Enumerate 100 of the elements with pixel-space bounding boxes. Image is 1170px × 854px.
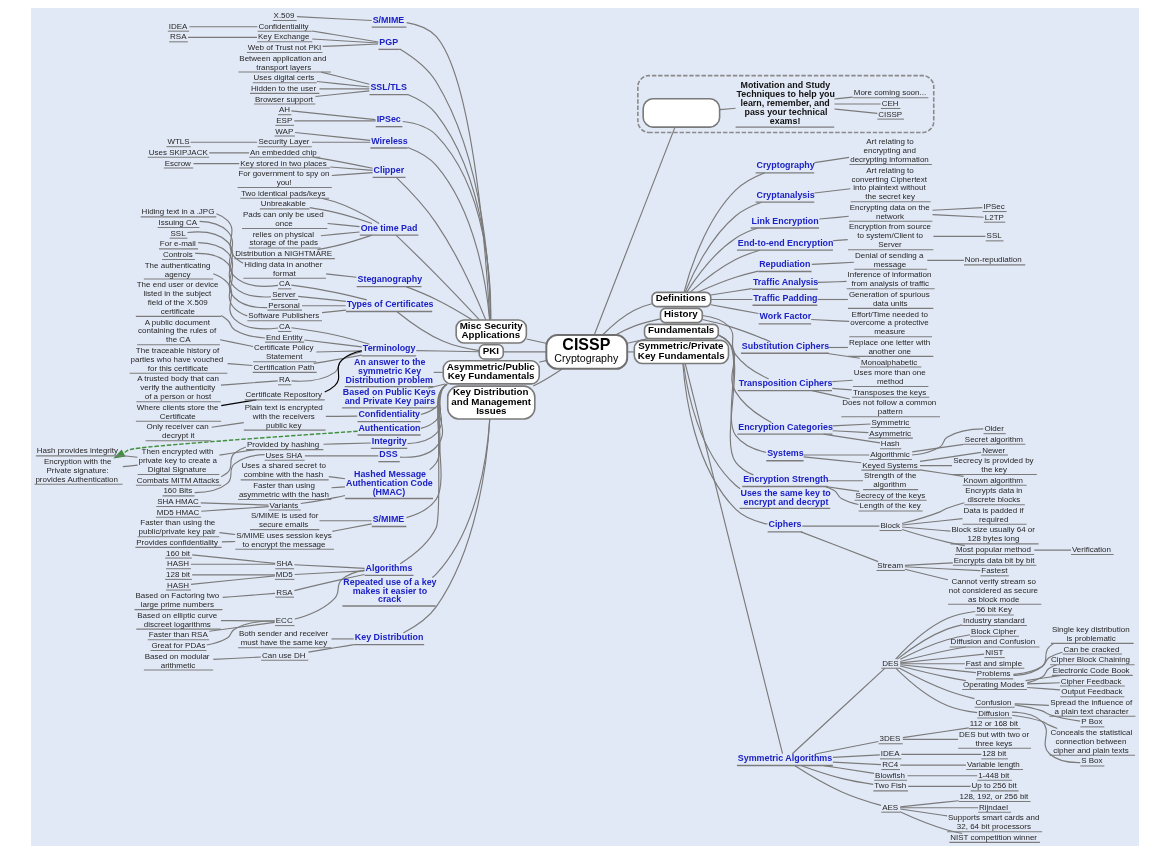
node-box: CISSP Cryptography [545, 334, 629, 370]
node-text: Secret algorithm [964, 434, 1023, 444]
node-text: Stream [877, 561, 904, 571]
connector [1033, 549, 1072, 551]
connector [122, 464, 139, 468]
node-text: For e-mail [159, 239, 196, 249]
node-text: Uses digital certs [253, 73, 315, 83]
connector [200, 506, 270, 512]
node-text: Server [272, 290, 296, 300]
connector [219, 339, 254, 348]
connector [186, 231, 272, 298]
connector [331, 523, 373, 532]
node-text: Clipper [373, 164, 405, 175]
node-text: Uses SKIPJACK [148, 147, 208, 157]
connector [525, 338, 547, 344]
connector [420, 383, 448, 416]
connector [832, 430, 869, 434]
connector [1011, 711, 1081, 764]
connector [309, 207, 373, 225]
connector [900, 753, 982, 755]
node-text: Art relating to encrypting and decrypting information [850, 137, 929, 164]
node-text: Length of the key [859, 501, 921, 511]
node-text: Substitution Ciphers [741, 340, 830, 351]
connector [197, 242, 268, 309]
connector [831, 379, 854, 383]
connector [832, 761, 882, 766]
node-text: IPSec [376, 114, 401, 125]
connector [1014, 704, 1081, 722]
connector [294, 570, 365, 576]
connector [188, 26, 258, 28]
connector [420, 383, 448, 429]
node-text: 1-448 bit [978, 770, 1010, 780]
node-text: 128 bit [166, 569, 191, 579]
node-text: Blowfish [875, 770, 905, 780]
connector [710, 298, 753, 301]
connector [899, 807, 979, 809]
node-text: Operating Modes [963, 680, 1025, 690]
node-text: Most popular method [955, 545, 1031, 555]
node-text: Spread the influence of a plain text character [1050, 697, 1133, 716]
connector [291, 351, 363, 382]
node-text: Unbreakable [260, 199, 306, 209]
node-text: Wireless [371, 135, 408, 146]
connector [396, 311, 480, 352]
node-text: DES [882, 658, 899, 668]
connector [833, 108, 878, 114]
node-text: Where clients store the Certificate [136, 402, 219, 421]
connector [322, 43, 379, 47]
connector [200, 502, 270, 506]
connector [701, 318, 772, 343]
connector [330, 486, 346, 489]
node-text: ECC [275, 616, 293, 626]
node-box: Symmetric/Private Key Fundamentals [633, 339, 730, 365]
node-box: Misc Security Applications [455, 319, 528, 344]
connector [904, 568, 949, 581]
connector [901, 518, 964, 526]
connector [325, 415, 358, 417]
connector [212, 656, 262, 660]
node-text: Software Publishers [248, 311, 320, 321]
node-text: S/MIME [372, 514, 405, 525]
node-text: The authenticating agency [144, 260, 211, 279]
connector [1012, 651, 1063, 675]
connector [684, 201, 763, 293]
node-text: Encrypts data bit by bit [953, 555, 1035, 565]
node-box: PKI [478, 344, 505, 360]
node-text: One time Pad [360, 222, 418, 233]
node-text: MD5 HMAC [156, 507, 200, 517]
connector [710, 304, 759, 315]
connector [290, 327, 371, 345]
connector [191, 574, 276, 576]
connector [190, 563, 276, 565]
node-box: Definitions [651, 291, 712, 308]
node-text: Motivation and Study Techniques to help you learn, remember, and pass your technical exams! [736, 80, 835, 126]
node-text: Confusion [975, 697, 1012, 707]
node-text: Hash provides integrity [36, 446, 118, 456]
node-text: CISSP [878, 109, 903, 119]
node-text: A public document containing the rules of the CA [138, 317, 217, 345]
connector [399, 48, 492, 321]
connector [810, 318, 850, 322]
node-text: Block [880, 521, 900, 531]
connector [825, 485, 860, 492]
node-text: Cipher Block Chaining [1051, 655, 1131, 665]
node-text: Diffusion [978, 708, 1010, 718]
node-text: The end user or device listed in the subject field of the X.509 certificate [136, 280, 219, 316]
connector [311, 38, 379, 44]
node-text: Security Layer [258, 137, 310, 147]
node-text: Certificate Repository [245, 390, 322, 400]
connector [315, 350, 363, 353]
node-text: SSL [170, 228, 186, 238]
connector [215, 213, 244, 264]
node-text: IDEA [880, 749, 900, 759]
node-box: Asymmetric/Public Key Fundamentals [442, 360, 541, 385]
connector [220, 620, 276, 622]
node-text: RA [278, 375, 290, 385]
node-text: Symmetric Algorithms [737, 753, 833, 764]
connector [931, 214, 985, 218]
node-text: Can use DH [262, 650, 306, 660]
connector [330, 638, 355, 640]
node-text: Data is padded if required [963, 505, 1024, 524]
connector [538, 360, 547, 363]
node-box: Key Distribution and Management Issues [446, 385, 536, 420]
